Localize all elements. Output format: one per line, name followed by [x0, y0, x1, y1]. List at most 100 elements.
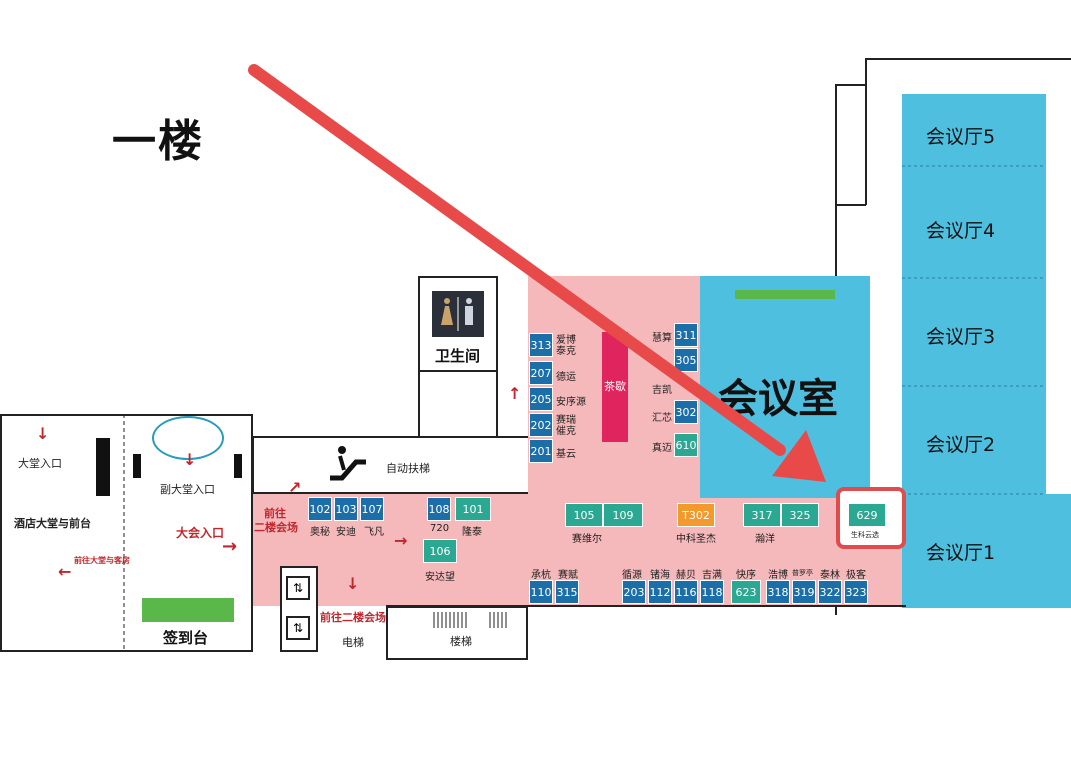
booth-311-name: 慧算 — [652, 333, 672, 344]
elevator-icon: ⇅ — [286, 576, 310, 600]
stairs-icon — [433, 612, 507, 628]
booth-T302[interactable]: T302 — [677, 503, 715, 527]
hotel-lobby-divider — [123, 414, 125, 652]
booth-322-name: 泰林 — [820, 570, 840, 581]
booth-325[interactable]: 325 — [781, 503, 819, 527]
booth-317[interactable]: 317 — [743, 503, 781, 527]
booth-305-name: 吉凯 — [652, 385, 672, 396]
booth-313[interactable]: 313 — [529, 333, 553, 357]
hall-2-label: 会议厅2 — [926, 434, 996, 456]
sub-lobby-entrance-label: 副大堂入口 — [160, 483, 215, 496]
booth-323[interactable]: 323 — [844, 580, 868, 604]
booth-201-name: 基云 — [556, 449, 576, 460]
booth-323-name: 极客 — [846, 570, 866, 581]
lobby-entrance-label: 大堂入口 — [18, 457, 62, 470]
booth-207-name: 德运 — [556, 372, 576, 383]
booth-105[interactable]: 105 — [565, 503, 603, 527]
elevator-label: 电梯 — [342, 636, 364, 649]
booth-108[interactable]: 108 — [427, 497, 451, 521]
booth-101[interactable]: 101 — [455, 497, 491, 521]
right-building-outline — [835, 58, 1071, 615]
up-arrow-icon: ↑ — [508, 384, 522, 403]
to-second-floor-arrow-icon: ↗ — [288, 478, 302, 497]
floor-title: 一楼 — [112, 116, 204, 167]
booth-202[interactable]: 202 — [529, 413, 553, 437]
booth-629[interactable]: 629 — [848, 503, 886, 527]
hall-4-label: 会议厅4 — [926, 220, 996, 242]
booth-205[interactable]: 205 — [529, 387, 553, 411]
booth-302[interactable]: 302 — [674, 400, 698, 424]
hall-3-label: 会议厅3 — [926, 326, 996, 348]
stairs-label: 楼梯 — [450, 635, 472, 648]
sign-in-label: 签到台 — [163, 629, 209, 647]
booth-103[interactable]: 103 — [334, 497, 358, 521]
booth-319[interactable]: 319 — [792, 580, 816, 604]
to-second-floor-b-label: 前往二楼会场 — [320, 611, 386, 624]
corridor-arrow-icon: → — [394, 531, 408, 550]
booth-319-name: 普罗亭 — [792, 569, 813, 577]
booth-T302-name: 中科圣杰 — [676, 534, 716, 545]
restroom-icon — [432, 291, 484, 337]
to-lobby-rooms-label: 前往大堂与客房 — [74, 556, 130, 565]
booth-313-name: 爱博 泰克 — [556, 335, 576, 357]
booth-305[interactable]: 305 — [674, 348, 698, 372]
restroom-label: 卫生间 — [435, 347, 481, 365]
escalator-label: 自动扶梯 — [386, 462, 430, 475]
booth-629-name: 生科云选 — [851, 531, 879, 539]
to-second-floor-label-1: 前往 — [264, 507, 286, 520]
booth-201[interactable]: 201 — [529, 439, 553, 463]
booth-110[interactable]: 110 — [529, 580, 553, 604]
lobby-fountain — [152, 416, 224, 460]
to-second-floor-label-2: 二楼会场 — [254, 521, 298, 534]
booth-116-name: 赫贝 — [676, 570, 696, 581]
booth-106-name: 安达望 — [425, 572, 455, 583]
meeting-room-stage — [735, 290, 835, 299]
booth-318-name: 浩博 — [768, 570, 788, 581]
escalator-corridor — [252, 436, 528, 494]
lobby-entrance-arrow-icon: ↓ — [36, 424, 50, 443]
booth-623[interactable]: 623 — [731, 580, 761, 604]
booth-610[interactable]: 610 — [674, 433, 698, 457]
tea-break-area — [602, 332, 628, 442]
booth-322[interactable]: 322 — [818, 580, 842, 604]
booth-102-name: 奥秘 — [310, 527, 330, 538]
booth-311[interactable]: 311 — [674, 323, 698, 347]
bottom-wall — [386, 605, 906, 607]
booth-106[interactable]: 106 — [423, 539, 457, 563]
booth-110-name: 承杭 — [531, 570, 551, 581]
booth-207[interactable]: 207 — [529, 361, 553, 385]
to-second-floor-b-arrow-icon: ↓ — [346, 574, 360, 593]
booth-102[interactable]: 102 — [308, 497, 332, 521]
booth-108-name: 720 — [430, 523, 450, 534]
lobby-pillar — [96, 438, 110, 496]
booth-109[interactable]: 109 — [603, 503, 643, 527]
booth-203[interactable]: 203 — [622, 580, 646, 604]
booth-107[interactable]: 107 — [360, 497, 384, 521]
booth-118-name: 吉满 — [702, 570, 722, 581]
booth-623-name: 快序 — [736, 570, 756, 581]
hall-dividers — [902, 165, 1046, 495]
lobby-pillar-small-left — [133, 454, 141, 478]
main-entrance-label: 大会入口 — [176, 526, 225, 540]
booth-112[interactable]: 112 — [648, 580, 672, 604]
hall-1-label: 会议厅1 — [926, 542, 996, 564]
booth-315[interactable]: 315 — [555, 580, 579, 604]
elevator-icon: ⇅ — [286, 616, 310, 640]
booth-107-name: 飞凡 — [364, 527, 384, 538]
booth-205-name: 安序源 — [556, 397, 586, 408]
booth-118[interactable]: 118 — [700, 580, 724, 604]
booth-103-name: 安迪 — [336, 527, 356, 538]
sign-in-desk — [142, 598, 234, 622]
stairs — [386, 606, 528, 660]
restroom-annex — [418, 372, 498, 438]
sub-lobby-arrow-icon: ↓ — [183, 450, 197, 469]
booth-203-name: 循源 — [622, 570, 642, 581]
booth-116[interactable]: 116 — [674, 580, 698, 604]
booth-105-109-name: 赛维尔 — [572, 534, 602, 545]
lobby-pillar-small-right — [234, 454, 242, 478]
booth-101-name: 隆泰 — [462, 527, 482, 538]
conference-hall-1-extension — [1046, 494, 1071, 608]
booth-610-name: 真迈 — [652, 443, 672, 454]
booth-318[interactable]: 318 — [766, 580, 790, 604]
